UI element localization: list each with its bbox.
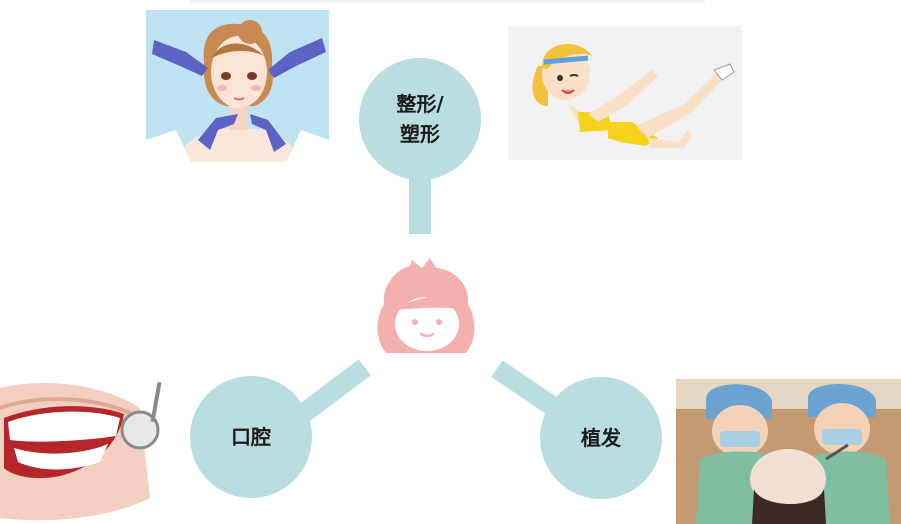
center-girl-face-icon — [372, 258, 482, 358]
node-hair-transplant: 植发 — [540, 377, 662, 499]
connector-top — [409, 170, 431, 234]
node-hair-transplant-label: 植发 — [581, 426, 621, 450]
node-plastic-surgery: 整形/ 塑形 — [359, 58, 481, 180]
node-plastic-surgery-line1: 整形/ — [396, 92, 444, 116]
top-divider — [190, 0, 705, 3]
smiling-teeth-illustration — [0, 378, 168, 524]
node-plastic-surgery-line2: 塑形 — [400, 122, 440, 146]
hair-transplant-doctors-illustration — [676, 379, 901, 524]
node-dental: 口腔 — [190, 376, 312, 498]
cosmetic-surgery-face-illustration — [146, 10, 329, 162]
fitness-girl-illustration — [508, 26, 742, 160]
node-dental-label: 口腔 — [231, 425, 271, 449]
